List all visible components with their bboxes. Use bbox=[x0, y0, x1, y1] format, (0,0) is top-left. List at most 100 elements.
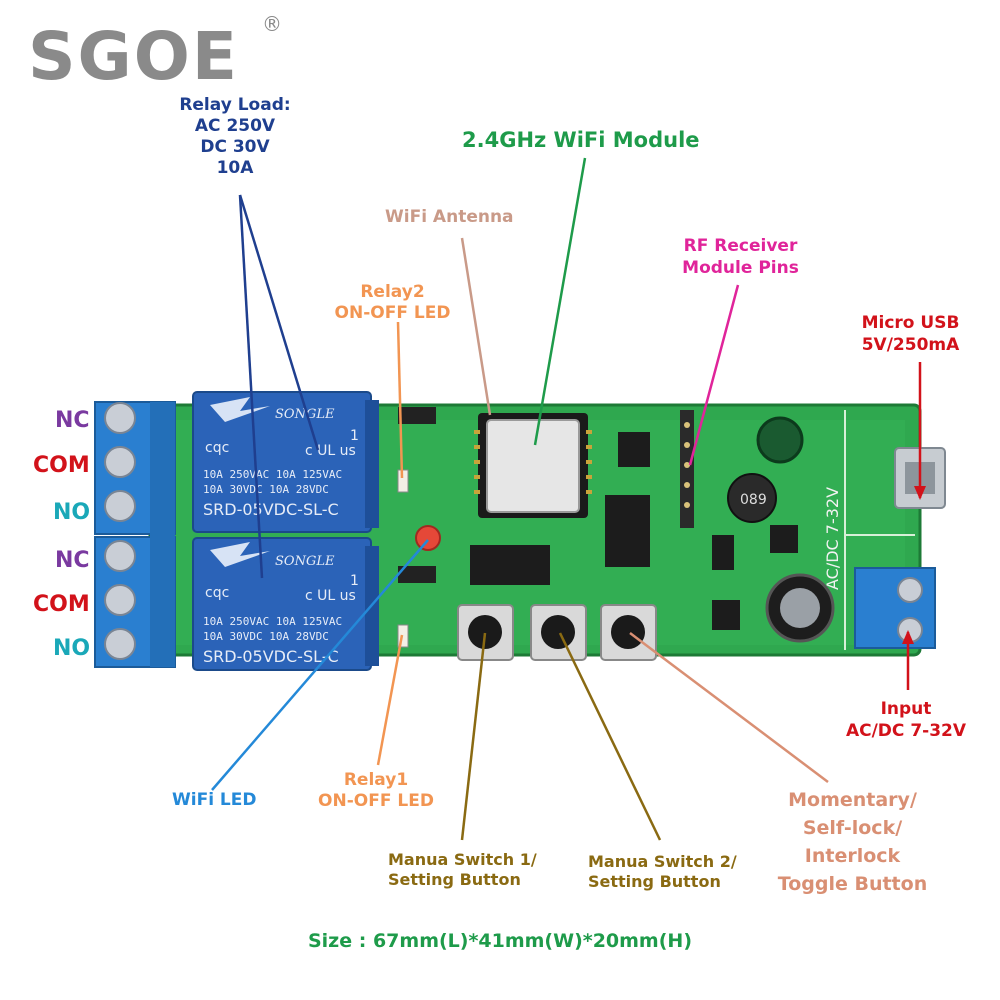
terminal-bottom-com: COM bbox=[33, 592, 90, 617]
screw bbox=[104, 490, 136, 522]
relay-load-current: 10A bbox=[216, 158, 254, 178]
annotation-arrowheads bbox=[902, 486, 926, 644]
rf-receiver-line2: Module Pins bbox=[682, 258, 799, 278]
relay-load-title: Relay Load: bbox=[179, 95, 291, 115]
regulator bbox=[618, 432, 650, 467]
relay1-led-line1: Relay1 bbox=[343, 770, 409, 790]
switch2-line2: Setting Button bbox=[588, 872, 721, 891]
terminal-bottom-no: NO bbox=[53, 636, 91, 661]
relay-2 bbox=[192, 391, 379, 533]
registered-mark: ® bbox=[262, 12, 282, 36]
relay-1 bbox=[192, 537, 379, 671]
arrowhead-icon bbox=[902, 630, 914, 644]
capacitor-small bbox=[756, 416, 804, 464]
screw bbox=[104, 540, 136, 572]
relay1-led-label: Relay1 ON-OFF LED bbox=[312, 770, 440, 812]
toggle-line3: Interlock bbox=[804, 845, 901, 867]
brand-logo: SGOE bbox=[28, 18, 239, 95]
module-pins bbox=[474, 430, 592, 494]
relay2-model: SRD-05VDC-SL-C bbox=[203, 500, 339, 519]
diode-bottom bbox=[398, 566, 436, 583]
switch2-label: Manua Switch 2/ Setting Button bbox=[588, 852, 737, 892]
relay2-cert: cqc bbox=[205, 440, 229, 456]
terminal-block-side bbox=[150, 402, 175, 667]
wifi-led-label: WiFi LED bbox=[172, 790, 257, 810]
relay1-model: SRD-05VDC-SL-C bbox=[203, 647, 339, 666]
wifi-module-label: 2.4GHz WiFi Module bbox=[462, 128, 700, 152]
micro-usb-line2: 5V/250mA bbox=[861, 335, 960, 355]
line-relay-load-b bbox=[238, 194, 264, 579]
relay-load-label: Relay Load: AC 250V DC 30V 10A bbox=[160, 95, 310, 179]
toggle-line1: Momentary/ bbox=[788, 789, 917, 811]
relay1-cert: cqc bbox=[205, 585, 229, 601]
wifi-antenna-label: WiFi Antenna bbox=[385, 207, 514, 227]
micro-usb-label: Micro USB 5V/250mA bbox=[848, 312, 973, 356]
line-relay2-led bbox=[396, 321, 404, 479]
line-wifi-antenna bbox=[460, 237, 492, 416]
main-chip bbox=[470, 545, 550, 585]
screw bbox=[104, 402, 136, 434]
relay1-spec-a: 10A 250VAC 10A 125VAC bbox=[203, 615, 342, 628]
terminal-top-com: COM bbox=[33, 453, 90, 478]
relay2-ul: c UL us bbox=[305, 443, 356, 459]
toggle-line2: Self-lock/ bbox=[802, 817, 903, 839]
size-label: Size : 67mm(L)*41mm(W)*20mm(H) bbox=[307, 930, 693, 952]
relay2-led-label: Relay2 ON-OFF LED bbox=[330, 282, 455, 324]
rf-receiver-label: RF Receiver Module Pins bbox=[668, 235, 813, 279]
capacitor-large-top bbox=[780, 588, 820, 628]
relay1-led-line2: ON-OFF LED bbox=[318, 791, 434, 811]
toggle-button-label: Momentary/ Self-lock/ Interlock Toggle B… bbox=[770, 786, 935, 898]
line-switch2 bbox=[558, 632, 662, 841]
inductor-label: 089 bbox=[740, 492, 767, 508]
input-line2: AC/DC 7-32V bbox=[845, 721, 967, 741]
line-relay1-led bbox=[376, 634, 404, 766]
rf-receiver-line1: RF Receiver bbox=[683, 236, 798, 256]
ic-chip bbox=[605, 495, 650, 567]
line-switch1 bbox=[460, 632, 487, 841]
rf-header-pins bbox=[684, 422, 690, 508]
relay-load-ac: AC 250V bbox=[194, 116, 276, 136]
relay2-spec-a: 10A 250VAC 10A 125VAC bbox=[203, 468, 342, 481]
input-label: Input AC/DC 7-32V bbox=[832, 698, 980, 742]
switch2-line1: Manua Switch 2/ bbox=[588, 852, 737, 871]
relay2-led-line2: ON-OFF LED bbox=[334, 303, 451, 323]
line-wifi-led bbox=[211, 539, 429, 791]
line-toggle bbox=[629, 632, 829, 783]
input-terminal bbox=[854, 567, 936, 649]
wifi-led bbox=[415, 525, 441, 551]
button-toggle bbox=[600, 604, 657, 661]
screw bbox=[104, 628, 136, 660]
button-switch1 bbox=[457, 604, 514, 661]
input-screw bbox=[897, 577, 923, 603]
input-line1: Input bbox=[880, 699, 932, 719]
rf-header bbox=[680, 410, 694, 528]
relay1-num: 1 bbox=[350, 573, 359, 589]
micro-usb-line1: Micro USB bbox=[861, 313, 960, 333]
terminal-top-no: NO bbox=[53, 500, 91, 525]
screw bbox=[104, 446, 136, 478]
mosfet bbox=[770, 525, 798, 553]
terminal-bottom-nc: NC bbox=[55, 548, 90, 573]
switch1-line1: Manua Switch 1/ bbox=[388, 850, 537, 869]
screw bbox=[104, 584, 136, 616]
relay-load-dc: DC 30V bbox=[200, 137, 270, 157]
switch1-line2: Setting Button bbox=[388, 870, 521, 889]
toggle-line4: Toggle Button bbox=[777, 873, 928, 895]
relay2-brand: SONGLE bbox=[275, 407, 335, 422]
relay2-led-line1: Relay2 bbox=[360, 282, 425, 302]
songle-logo-icon bbox=[210, 397, 270, 567]
line-relay-load-a bbox=[238, 194, 320, 451]
relay1-brand: SONGLE bbox=[275, 554, 335, 569]
inductor bbox=[727, 473, 777, 523]
relay1-spec-b: 10A 30VDC 10A 28VDC bbox=[203, 630, 329, 643]
wifi-shield bbox=[486, 419, 580, 513]
arrowhead-icon bbox=[914, 486, 926, 500]
transistor bbox=[712, 535, 734, 570]
terminal-top-nc: NC bbox=[55, 408, 90, 433]
relay1-ul: c UL us bbox=[305, 588, 356, 604]
switch1-label: Manua Switch 1/ Setting Button bbox=[388, 850, 537, 890]
relay2-spec-b: 10A 30VDC 10A 28VDC bbox=[203, 483, 329, 496]
terminal-screws bbox=[104, 402, 136, 660]
